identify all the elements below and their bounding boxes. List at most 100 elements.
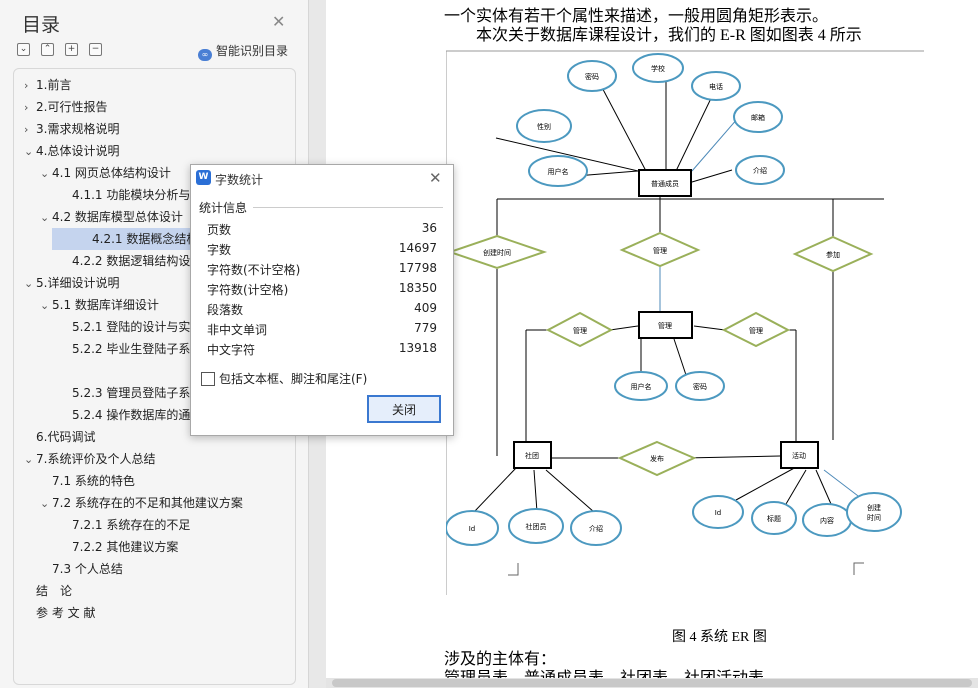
stat-row: 字数 14697 — [207, 241, 437, 261]
toc-item-label: 3.需求规格说明 — [36, 122, 120, 136]
checkbox-label: 包括文本框、脚注和尾注(F) — [219, 372, 368, 386]
document-page: 一个实体有若干个属性来描述，一般用圆角矩形表示。 本次关于数据库课程设计，我们的… — [326, 0, 978, 678]
toc-item[interactable]: 4.2.2 数据逻辑结构设计 — [58, 250, 202, 272]
toc-item[interactable]: ⌄7.2 系统存在的不足和其他建议方案 — [40, 492, 243, 514]
toc-item-label: 7.2 系统存在的不足和其他建议方案 — [52, 496, 243, 510]
doc-paragraph: 一个实体有若干个属性来描述，一般用圆角矩形表示。 — [444, 8, 829, 25]
toc-item-label: 5.2.2 毕业生登陆子系 — [72, 342, 191, 356]
toc-item-label: 4.1 网页总体结构设计 — [52, 166, 171, 180]
stats-section-title: 统计信息 — [199, 201, 248, 215]
toc-item[interactable]: 4.2.1 数据概念结构设 — [52, 228, 218, 250]
relation-label: 发布 — [650, 454, 664, 463]
chevron-icon[interactable]: › — [24, 123, 29, 136]
stat-value: 13918 — [398, 341, 437, 355]
chevron-icon[interactable]: › — [24, 101, 29, 114]
horizontal-scrollbar[interactable] — [326, 678, 978, 688]
toc-item[interactable]: 7.2.1 系统存在的不足 — [58, 514, 190, 536]
toc-item-label: 7.2.2 其他建议方案 — [72, 540, 179, 554]
toc-item[interactable]: 7.2.2 其他建议方案 — [58, 536, 178, 558]
toc-item[interactable]: ⌄5.详细设计说明 — [24, 272, 119, 294]
stat-label: 页数 — [207, 223, 232, 237]
chevron-icon[interactable]: ⌄ — [40, 167, 50, 180]
toc-item[interactable]: 5.2.2 毕业生登陆子系 — [58, 338, 190, 360]
stat-label: 字数 — [207, 243, 232, 257]
toc-item[interactable]: 5.2.3 管理员登陆子系 — [58, 382, 190, 404]
toc-item-label: 5.1 数据库详细设计 — [52, 298, 159, 312]
smart-toc-label: 智能识别目录 — [216, 44, 289, 58]
attr-label: 密码 — [585, 72, 599, 81]
attr-label: 性别 — [537, 122, 551, 131]
toc-item-label: 4.1.1 功能模块分析与 — [72, 188, 191, 202]
collapse-all-icon[interactable]: ⌄ — [17, 43, 30, 56]
stat-row: 字符数(计空格)18350 — [207, 281, 437, 301]
toc-item[interactable]: › 3.需求规格说明 — [24, 118, 119, 140]
close-button[interactable]: 关闭 — [367, 395, 441, 423]
remove-icon[interactable]: − — [89, 43, 102, 56]
dialog-title: 字数统计 — [215, 173, 264, 187]
stat-label: 中文字符 — [207, 343, 256, 357]
toc-item[interactable]: 7.1 系统的特色 — [40, 470, 135, 492]
chevron-icon[interactable]: ⌄ — [40, 299, 50, 312]
attr-label: 时间 — [867, 513, 881, 522]
toc-item-label: 参 考 文 献 — [36, 606, 96, 620]
toc-item[interactable]: 结 论 — [24, 580, 72, 602]
entity-admin-label: 管理 — [658, 321, 672, 330]
entity-club-label: 社团 — [525, 451, 539, 460]
smart-toc-button[interactable]: ∞智能识别目录 — [198, 42, 288, 61]
toc-item-label: 7.系统评价及个人总结 — [36, 452, 156, 466]
relation-label: 管理 — [653, 246, 667, 255]
toc-item[interactable]: 5.2.4 操作数据库的通 — [58, 404, 190, 426]
toc-item[interactable]: ⌄5.1 数据库详细设计 — [40, 294, 159, 316]
close-icon[interactable]: ✕ — [429, 169, 442, 187]
attr-label: 邮箱 — [751, 113, 765, 122]
attr-label: 用户名 — [548, 167, 569, 176]
toc-item[interactable]: ›1.前言 — [24, 74, 71, 96]
stat-value: 14697 — [398, 241, 437, 255]
attr-label: 创建 — [867, 503, 881, 512]
scrollbar-thumb[interactable] — [332, 679, 972, 687]
include-textbox-checkbox[interactable] — [201, 372, 215, 386]
doc-paragraph: 管理员表、普通成员表、社团表、社团活动表。 — [444, 664, 780, 678]
toc-item[interactable]: ⌄4.2 数据库模型总体设计 — [40, 206, 183, 228]
chevron-icon[interactable]: › — [24, 79, 29, 92]
stat-label: 字符数(计空格) — [207, 283, 289, 297]
chevron-icon[interactable]: ⌄ — [24, 453, 34, 466]
toc-item[interactable]: 5.2.1 登陆的设计与实 — [58, 316, 190, 338]
chevron-icon[interactable]: ⌄ — [24, 277, 34, 290]
expand-all-icon[interactable]: ⌃ — [41, 43, 54, 56]
attr-label: 学校 — [651, 64, 665, 73]
toc-item[interactable]: ⌄7.系统评价及个人总结 — [24, 448, 155, 470]
stat-row: 页数 36 — [207, 221, 437, 241]
relation-label: 参加 — [826, 250, 840, 259]
stat-row: 字符数(不计空格)17798 — [207, 261, 437, 281]
toc-item[interactable]: ⌄4.1 网页总体结构设计 — [40, 162, 171, 184]
attr-label: 密码 — [693, 382, 707, 391]
toc-item-label: 结 论 — [36, 584, 73, 598]
stat-row: 非中文单词 779 — [207, 321, 437, 341]
toc-item[interactable]: 7.3 个人总结 — [40, 558, 123, 580]
toc-item[interactable]: 6.代码调试 — [24, 426, 95, 448]
toc-item-label: 4.2 数据库模型总体设计 — [52, 210, 183, 224]
chevron-icon[interactable]: ⌄ — [24, 145, 34, 158]
toc-item-label: 6.代码调试 — [36, 430, 96, 444]
stat-label: 非中文单词 — [207, 323, 268, 337]
toc-item[interactable]: ›2.可行性报告 — [24, 96, 107, 118]
attr-label: 电话 — [709, 82, 723, 91]
toc-item-label: 4.总体设计说明 — [36, 144, 120, 158]
stat-value: 36 — [421, 221, 437, 235]
stat-label: 段落数 — [207, 303, 244, 317]
toc-item[interactable]: 4.1.1 功能模块分析与 — [58, 184, 190, 206]
attr-label: Id — [469, 525, 476, 533]
entity-member-label: 普通成员 — [651, 179, 679, 188]
add-icon[interactable]: + — [65, 43, 78, 56]
toc-item[interactable]: 参 考 文 献 — [24, 602, 95, 624]
chevron-icon[interactable]: ⌄ — [40, 211, 50, 224]
chevron-icon[interactable]: ⌄ — [40, 497, 50, 510]
close-icon[interactable]: ✕ — [272, 12, 286, 31]
attr-label: Id — [715, 509, 722, 517]
stat-label: 字符数(不计空格) — [207, 263, 301, 277]
stat-value: 779 — [414, 321, 437, 335]
toc-item[interactable]: ⌄4.总体设计说明 — [24, 140, 119, 162]
